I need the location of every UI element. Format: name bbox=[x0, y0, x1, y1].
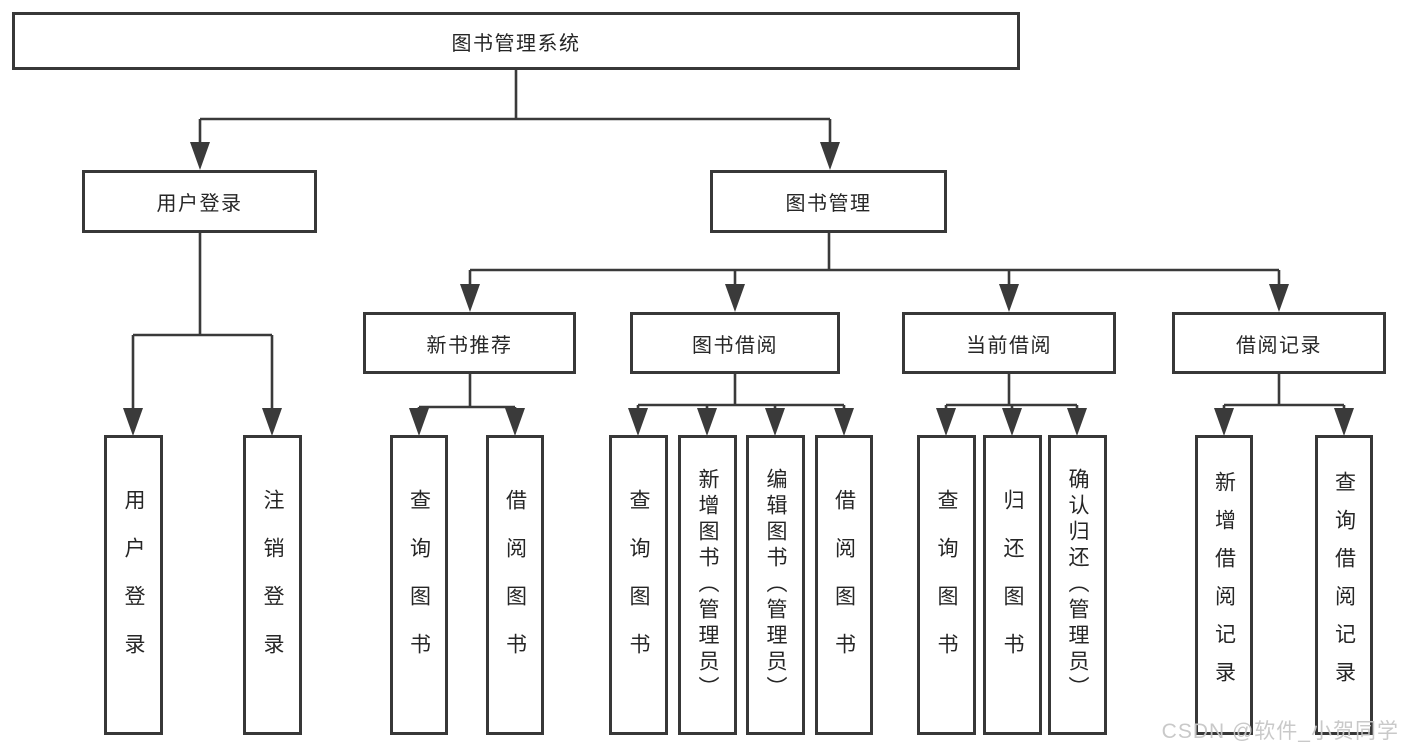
arrowhead-icon bbox=[262, 408, 282, 436]
arrowhead-icon bbox=[123, 408, 143, 436]
node-new-book-recommend: 新书推荐 bbox=[363, 312, 576, 374]
node-leaf-logout: 注销登录 bbox=[243, 435, 302, 735]
arrowhead-icon bbox=[725, 284, 745, 312]
arrowhead-icon bbox=[628, 408, 648, 436]
arrowhead-icon bbox=[765, 408, 785, 436]
node-leaf-bb-query: 查询图书 bbox=[609, 435, 668, 735]
node-leaf-cb-query: 查询图书 bbox=[917, 435, 976, 735]
arrowhead-icon bbox=[1214, 408, 1234, 436]
node-leaf-br-query-label: 查询借阅记录 bbox=[1332, 471, 1356, 699]
node-leaf-bb-borrow: 借阅图书 bbox=[815, 435, 873, 735]
arrowhead-icon bbox=[409, 408, 429, 436]
arrowhead-icon bbox=[820, 142, 840, 170]
node-current-borrow-label: 当前借阅 bbox=[966, 334, 1052, 357]
node-leaf-nb-borrow-label: 借阅图书 bbox=[503, 489, 527, 681]
node-book-borrow: 图书借阅 bbox=[630, 312, 840, 374]
arrowhead-icon bbox=[460, 284, 480, 312]
node-leaf-cb-confirm-label: 确认归还（管理员） bbox=[1066, 468, 1089, 702]
arrowhead-icon bbox=[1269, 284, 1289, 312]
node-leaf-bb-add: 新增图书（管理员） bbox=[678, 435, 737, 735]
arrowhead-icon bbox=[505, 408, 525, 436]
node-book-management-label: 图书管理 bbox=[785, 193, 872, 215]
node-root-label: 图书管理系统 bbox=[451, 32, 581, 55]
node-leaf-nb-query: 查询图书 bbox=[390, 435, 448, 735]
arrowhead-icon bbox=[697, 408, 717, 436]
arrowhead-icon bbox=[1067, 408, 1087, 436]
node-leaf-br-add-label: 新增借阅记录 bbox=[1212, 471, 1236, 699]
node-user-login: 用户登录 bbox=[82, 170, 317, 233]
node-leaf-bb-edit-label: 编辑图书（管理员） bbox=[764, 468, 787, 702]
node-leaf-bb-query-label: 查询图书 bbox=[627, 489, 650, 681]
node-leaf-logout-label: 注销登录 bbox=[261, 489, 284, 681]
node-leaf-cb-confirm: 确认归还（管理员） bbox=[1048, 435, 1107, 735]
node-leaf-user-login-label: 用户登录 bbox=[122, 489, 145, 681]
node-leaf-nb-query-label: 查询图书 bbox=[407, 489, 431, 681]
node-root: 图书管理系统 bbox=[12, 12, 1020, 70]
node-borrow-records: 借阅记录 bbox=[1172, 312, 1386, 374]
arrowhead-icon bbox=[834, 408, 854, 436]
node-leaf-user-login: 用户登录 bbox=[104, 435, 163, 735]
node-new-book-recommend-label: 新书推荐 bbox=[426, 334, 513, 357]
node-borrow-records-label: 借阅记录 bbox=[1236, 334, 1322, 357]
node-user-login-label: 用户登录 bbox=[156, 193, 243, 215]
node-leaf-nb-borrow: 借阅图书 bbox=[486, 435, 544, 735]
node-leaf-cb-query-label: 查询图书 bbox=[935, 489, 958, 681]
node-current-borrow: 当前借阅 bbox=[902, 312, 1116, 374]
arrowhead-icon bbox=[1002, 408, 1022, 436]
arrowhead-icon bbox=[190, 142, 210, 170]
node-leaf-br-add: 新增借阅记录 bbox=[1195, 435, 1253, 735]
node-leaf-bb-add-label: 新增图书（管理员） bbox=[696, 468, 719, 702]
watermark: CSDN @软件_小贺同学 bbox=[1161, 720, 1399, 743]
node-leaf-br-query: 查询借阅记录 bbox=[1315, 435, 1373, 735]
node-book-management: 图书管理 bbox=[710, 170, 947, 233]
node-leaf-cb-return: 归还图书 bbox=[983, 435, 1042, 735]
arrowhead-icon bbox=[1334, 408, 1354, 436]
arrowhead-icon bbox=[936, 408, 956, 436]
node-leaf-bb-edit: 编辑图书（管理员） bbox=[746, 435, 805, 735]
node-book-borrow-label: 图书借阅 bbox=[692, 334, 778, 357]
arrowhead-icon bbox=[999, 284, 1019, 312]
node-leaf-cb-return-label: 归还图书 bbox=[1001, 489, 1024, 681]
node-leaf-bb-borrow-label: 借阅图书 bbox=[832, 489, 856, 681]
